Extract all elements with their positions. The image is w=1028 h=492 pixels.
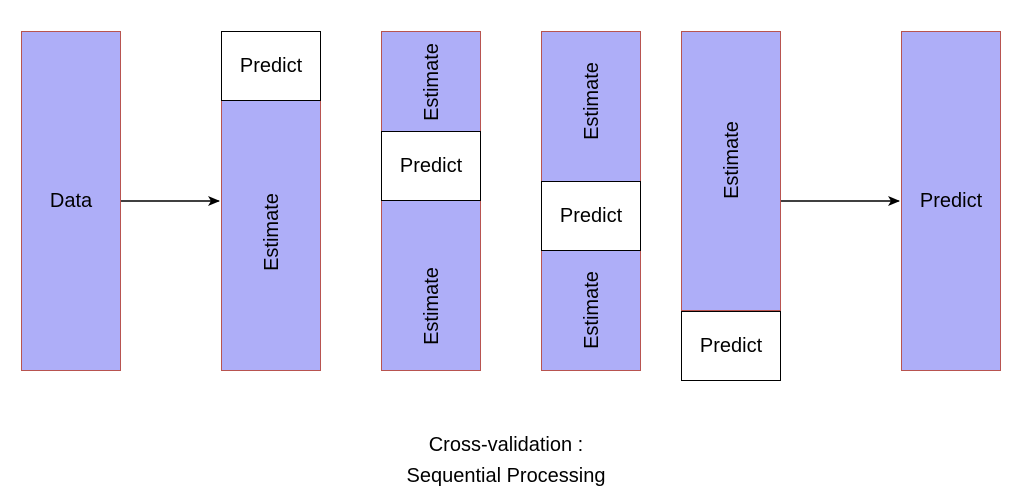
final-predict-label: Predict — [919, 189, 983, 212]
fold-2-estimate-block: Estimate Estimate — [381, 31, 481, 371]
fold-3-predict-label: Predict — [559, 204, 623, 227]
fold-1-predict-block: Predict — [221, 31, 321, 101]
fold-3-predict-block: Predict — [541, 181, 641, 251]
final-predict-block: Predict — [901, 31, 1001, 371]
fold-4-estimate-block: Estimate — [681, 31, 781, 311]
fold-4-predict-block: Predict — [681, 311, 781, 381]
fold-1-predict-label: Predict — [239, 54, 303, 77]
fold-2-predict-label: Predict — [399, 154, 463, 177]
data-label: Data — [49, 189, 93, 212]
caption-line-1: Cross-validation : — [428, 434, 584, 456]
fold-2-predict-block: Predict — [381, 131, 481, 201]
fold-4-predict-label: Predict — [699, 334, 763, 357]
data-block: Data — [21, 31, 121, 371]
caption-line-2: Sequential Processing — [406, 465, 606, 487]
diagram-caption: Cross-validation : Sequential Processing — [306, 430, 706, 492]
